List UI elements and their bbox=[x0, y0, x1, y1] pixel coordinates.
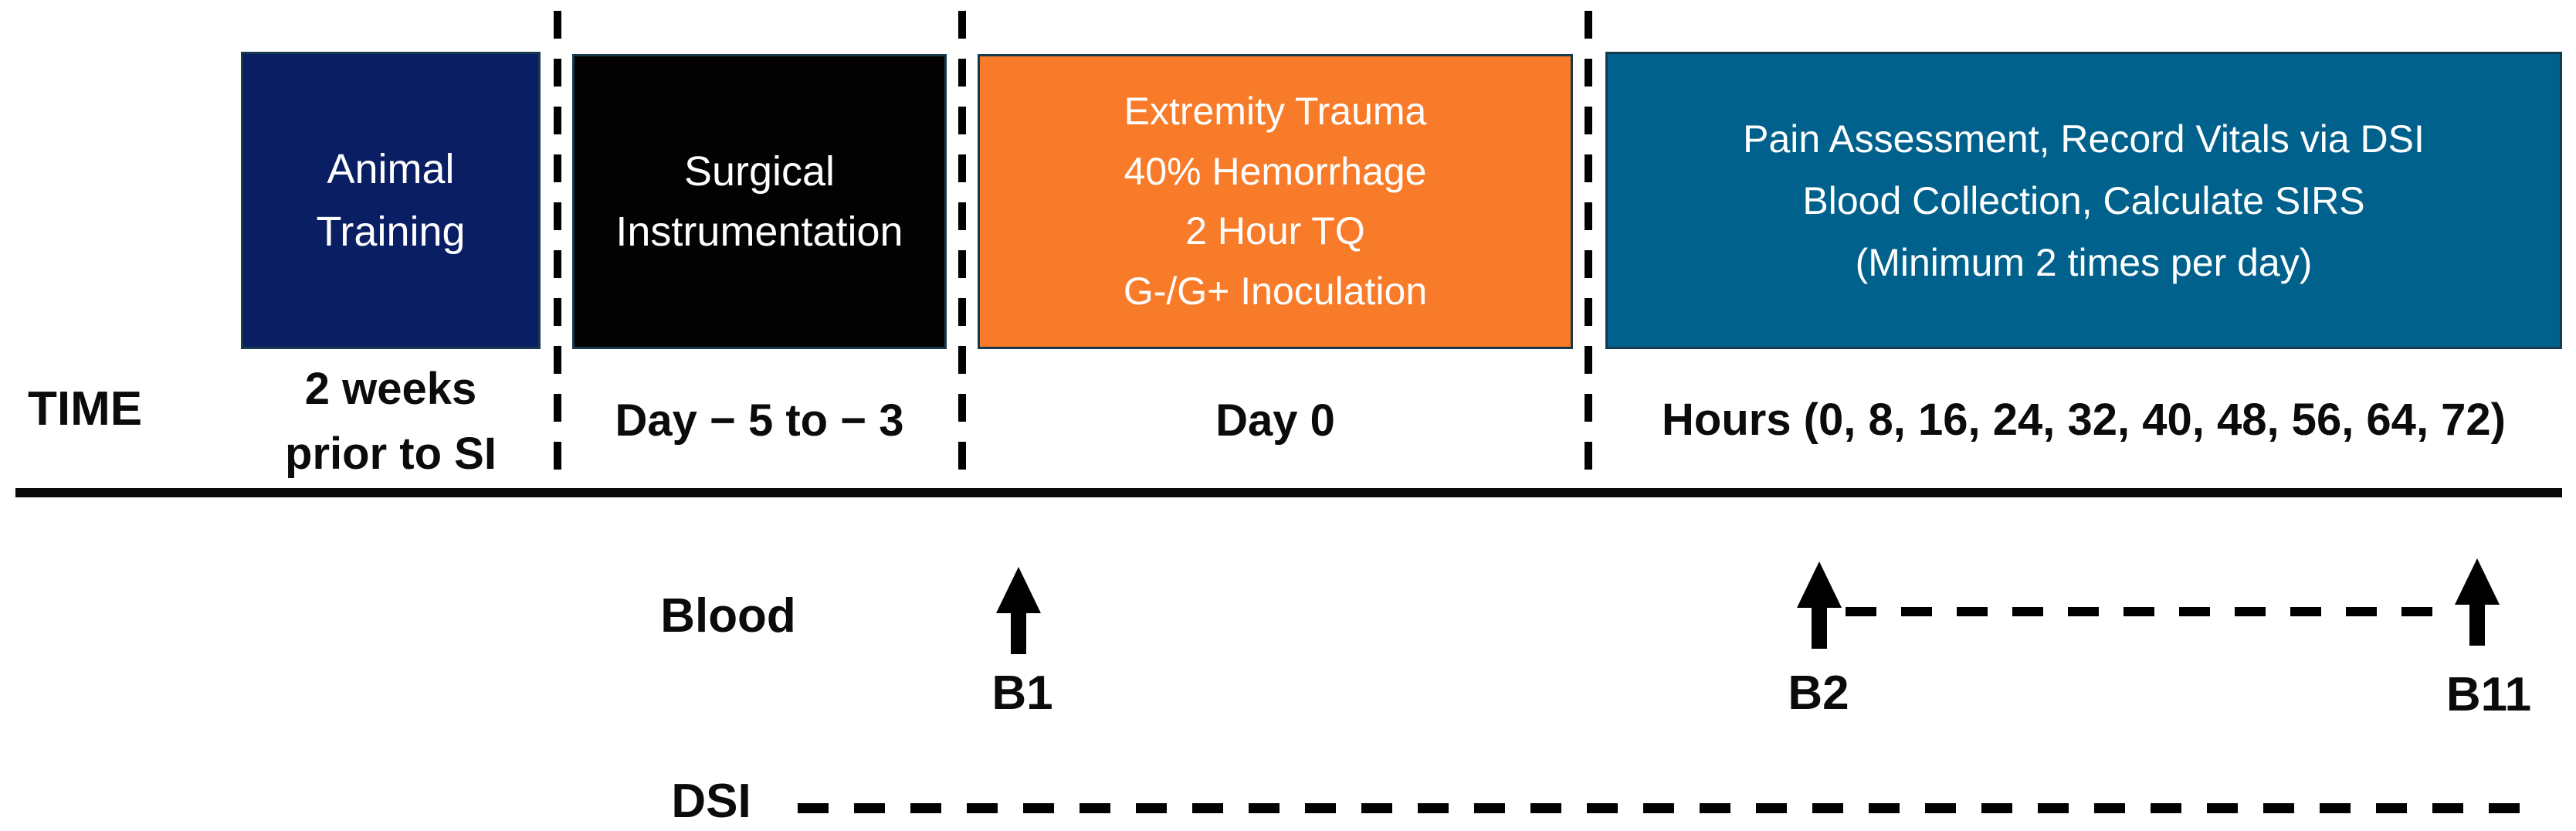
blood-sample-arrow-b11 bbox=[2455, 558, 2500, 646]
blood-marker-label-b1: B1 bbox=[991, 666, 1053, 720]
phase-divider-dashed-line-2 bbox=[958, 11, 966, 483]
blood-sample-arrow-b1 bbox=[996, 567, 1041, 654]
dsi-dashed-line bbox=[798, 803, 2545, 813]
blood-sample-arrow-b2 bbox=[1797, 561, 1842, 649]
phase-divider-dashed-line-1 bbox=[554, 11, 561, 483]
phase-box-animal-training: Animal Training bbox=[241, 52, 541, 349]
up-arrow-head-icon bbox=[2455, 558, 2500, 605]
up-arrow-stem bbox=[1011, 613, 1026, 654]
blood-row-label: Blood bbox=[660, 589, 796, 643]
phase-box-monitoring-assessment: Pain Assessment, Record Vitals via DSI B… bbox=[1605, 52, 2562, 349]
phase-box-label: Pain Assessment, Record Vitals via DSI B… bbox=[1743, 117, 2425, 284]
up-arrow-head-icon bbox=[996, 567, 1041, 613]
phase-box-surgical-instrumentation: Surgical Instrumentation bbox=[572, 54, 947, 349]
time-label-hours: Hours (0, 8, 16, 24, 32, 40, 48, 56, 64,… bbox=[1662, 395, 2506, 445]
timeline-axis-line bbox=[15, 488, 2562, 497]
blood-collection-dashed-line bbox=[1846, 607, 2456, 616]
dsi-row-label: DSI bbox=[671, 775, 751, 828]
blood-marker-label-b11: B11 bbox=[2446, 668, 2532, 721]
time-label-animal-training: 2 weeks prior to SI bbox=[285, 364, 497, 480]
up-arrow-stem bbox=[1812, 608, 1827, 649]
phase-divider-dashed-line-3 bbox=[1585, 11, 1592, 483]
time-label-surgical-instrumentation: Day − 5 to − 3 bbox=[615, 395, 904, 446]
time-axis-label: TIME bbox=[28, 382, 143, 436]
phase-box-label: Surgical Instrumentation bbox=[615, 148, 903, 255]
phase-box-trauma-hemorrhage: Extremity Trauma 40% Hemorrhage 2 Hour T… bbox=[978, 54, 1573, 349]
time-label-day-0: Day 0 bbox=[1215, 395, 1335, 446]
up-arrow-head-icon bbox=[1797, 561, 1842, 608]
up-arrow-stem bbox=[2469, 605, 2485, 646]
blood-marker-label-b2: B2 bbox=[1788, 666, 1849, 720]
phase-box-label: Animal Training bbox=[316, 145, 466, 255]
phase-box-label: Extremity Trauma 40% Hemorrhage 2 Hour T… bbox=[1123, 90, 1428, 313]
